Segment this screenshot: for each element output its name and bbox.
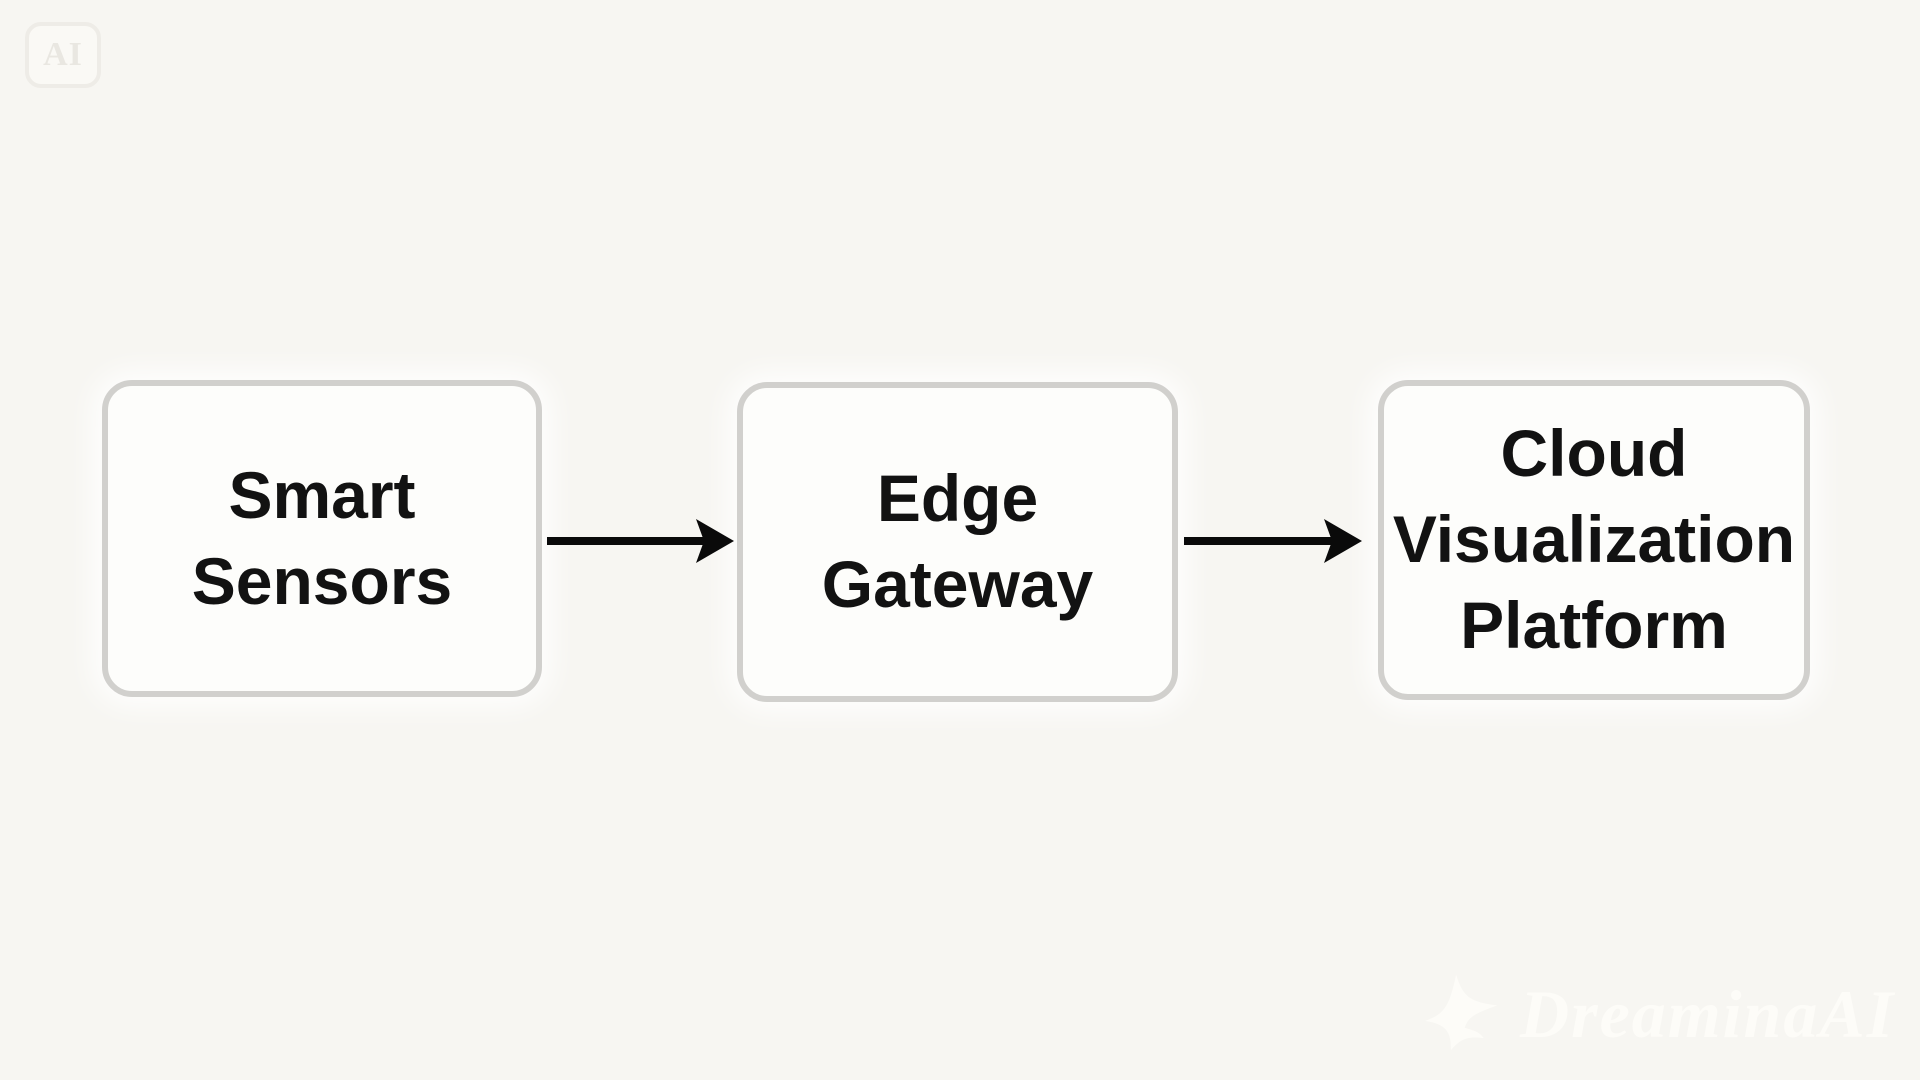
flow-node-edge-gateway: Edge Gateway — [737, 382, 1178, 702]
ai-badge-label: AI — [43, 36, 83, 73]
flow-node-label: Edge Gateway — [821, 461, 1094, 621]
flow-arrow-gateway-to-cloud — [1184, 519, 1362, 563]
flow-node-cloud-visualization-platform: Cloud Visualization Platform — [1378, 380, 1810, 700]
watermark-text: DreaminaAI — [1520, 975, 1896, 1052]
flow-node-label: Smart Sensors — [191, 457, 453, 618]
arrow-head-icon — [696, 519, 734, 563]
sparkle-star-icon — [1425, 974, 1498, 1051]
arrow-head-icon — [1324, 519, 1362, 563]
flow-node-smart-sensors: Smart Sensors — [102, 380, 542, 697]
ai-badge: AI — [25, 22, 101, 88]
flow-node-label: Cloud Visualization Platform — [1392, 416, 1796, 662]
flow-arrow-sensors-to-gateway — [547, 519, 734, 563]
watermark: DreaminaAI — [1420, 968, 1895, 1060]
